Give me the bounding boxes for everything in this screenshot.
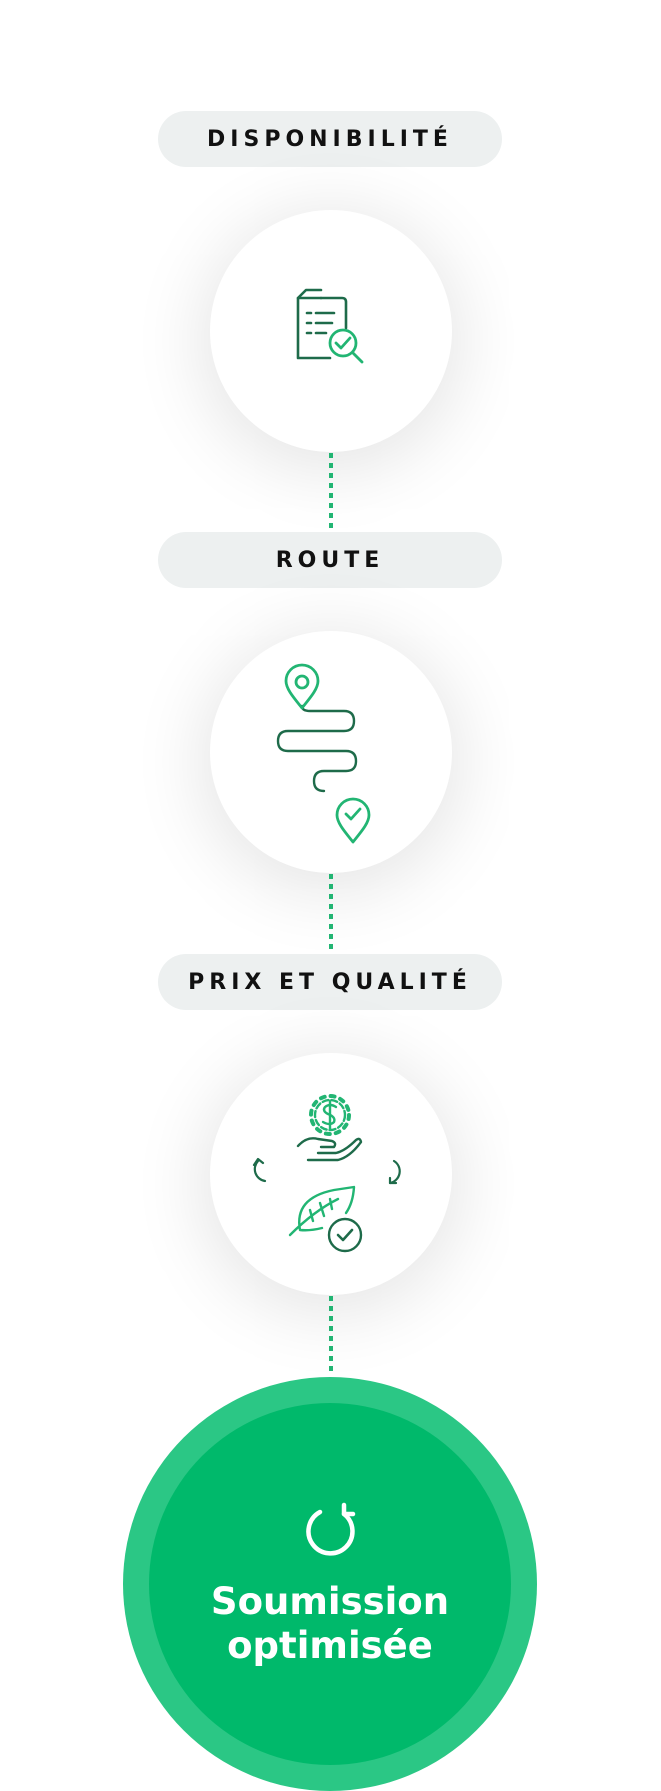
result-circle-inner: Soumission optimisée	[149, 1403, 511, 1765]
step-circle-route	[210, 631, 452, 873]
leaf-check-icon	[288, 1185, 363, 1253]
cycle-arrows-icon	[252, 1157, 401, 1185]
step-label-disponibilite: DISPONIBILITÉ	[158, 111, 502, 167]
step-label-route: ROUTE	[158, 532, 502, 588]
result-circle: Soumission optimisée	[123, 1377, 537, 1791]
gear-dollar-hand-icon	[296, 1094, 363, 1162]
step-label-text: ROUTE	[275, 547, 385, 573]
refresh-icon	[306, 1502, 356, 1556]
step-label-text: PRIX ET QUALITÉ	[188, 969, 472, 995]
step-circle-prix-et-qualite	[210, 1053, 452, 1295]
result-title-line1: Soumission	[210, 1580, 450, 1623]
document-search-check-icon	[296, 288, 364, 364]
result-title-line2: optimisée	[227, 1624, 433, 1667]
connector-line	[329, 874, 333, 954]
step-label-text: DISPONIBILITÉ	[207, 126, 453, 152]
step-label-prix-et-qualite: PRIX ET QUALITÉ	[158, 954, 502, 1010]
route-map-pins-icon	[276, 663, 371, 844]
price-quality-cycle-icon	[252, 1094, 401, 1253]
connector-line	[329, 1296, 333, 1376]
step-circle-disponibilite	[210, 210, 452, 452]
result-title: Soumission optimisée	[149, 1580, 511, 1668]
connector-line	[329, 453, 333, 533]
